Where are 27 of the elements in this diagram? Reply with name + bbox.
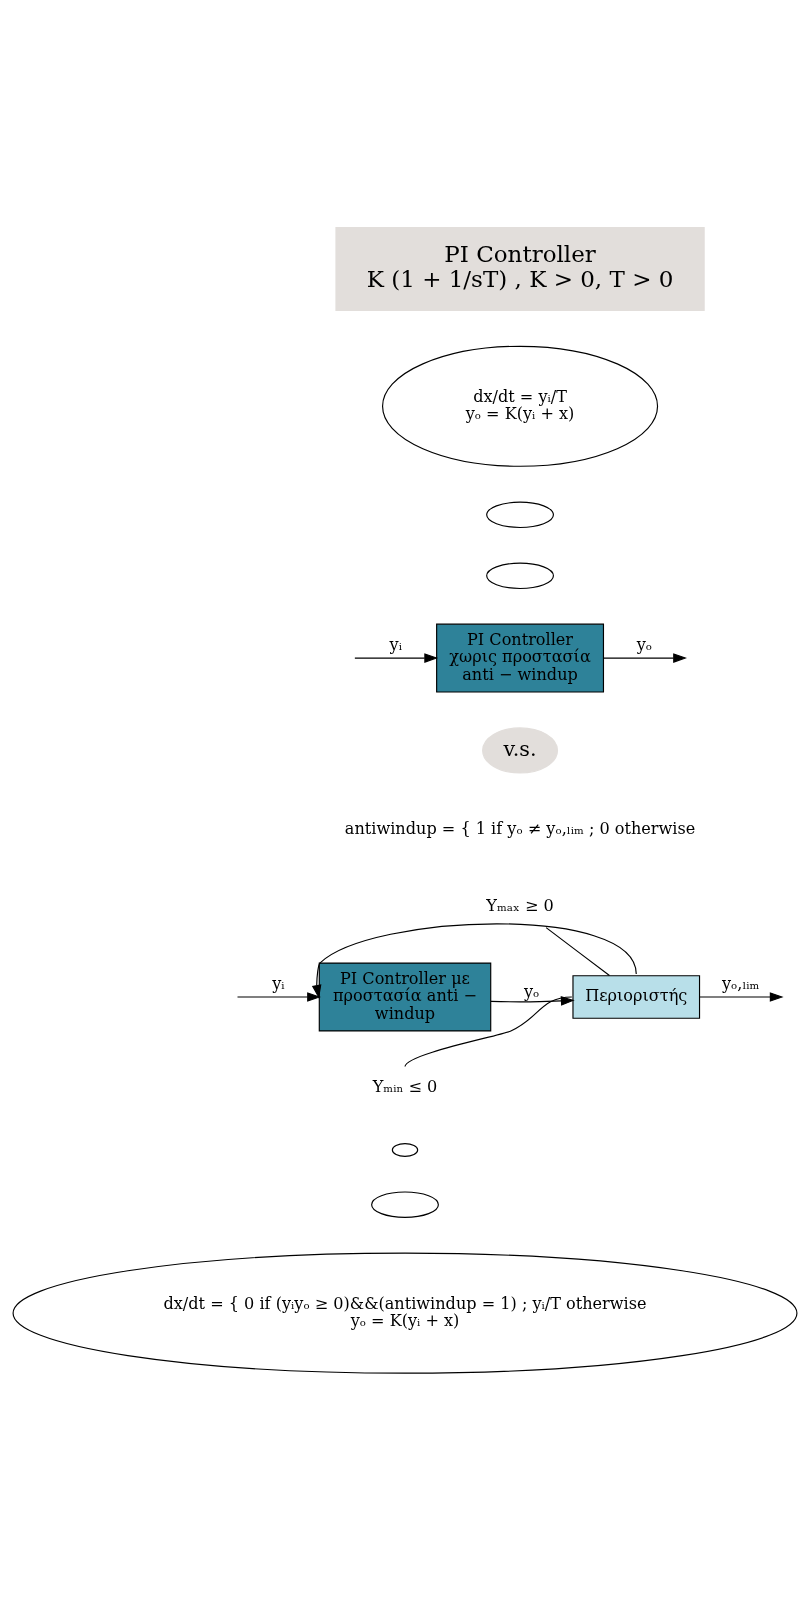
arrow xyxy=(236,991,321,1002)
arrow xyxy=(354,652,439,663)
arrow xyxy=(603,652,687,663)
node-text: Yₘᵢₙ ≤ 0 xyxy=(372,1076,438,1096)
node-box: PI Controller με προστασία anti − windup xyxy=(318,962,492,1032)
arrow xyxy=(699,991,784,1002)
node-ellipse xyxy=(391,1142,419,1157)
node-ellipse: dx/dt = yᵢ/T yₒ = K(yᵢ + x) xyxy=(382,345,659,467)
edge-label: yₒ xyxy=(523,981,540,1001)
arrow xyxy=(311,922,637,999)
node-ellipse: dx/dt = { 0 if (yᵢyₒ ≥ 0)&&(antiwindup = 1) ; yᵢ/T otherwise yₒ = K(yᵢ + x) xyxy=(12,1252,798,1374)
node-box: Περιοριστής xyxy=(572,974,701,1019)
connector xyxy=(545,926,611,976)
node-ellipse xyxy=(486,501,554,528)
label: antiwindup = { 1 if yₒ ≠ yₒ,ₗᵢₘ ; 0 otherwise xyxy=(344,818,696,838)
node-box: PI Controller χωρις προστασία anti − windup xyxy=(436,623,605,693)
edge-label: yₒ xyxy=(636,634,653,654)
arrow xyxy=(490,995,575,1006)
node-text: Yₘₐₓ ≥ 0 xyxy=(486,895,554,915)
node-ellipse xyxy=(486,562,554,589)
node-ellipse xyxy=(371,1190,439,1218)
connector xyxy=(404,995,573,1067)
node-ellipse: v.s. xyxy=(482,726,559,774)
edge-label: yᵢ xyxy=(272,973,285,993)
edge-label: yᵢ xyxy=(389,634,402,654)
node-box: PI Controller K (1 + 1/sT) , K > 0, T > 0 xyxy=(335,226,705,311)
edge-label: yₒ,ₗᵢₘ xyxy=(722,973,760,993)
